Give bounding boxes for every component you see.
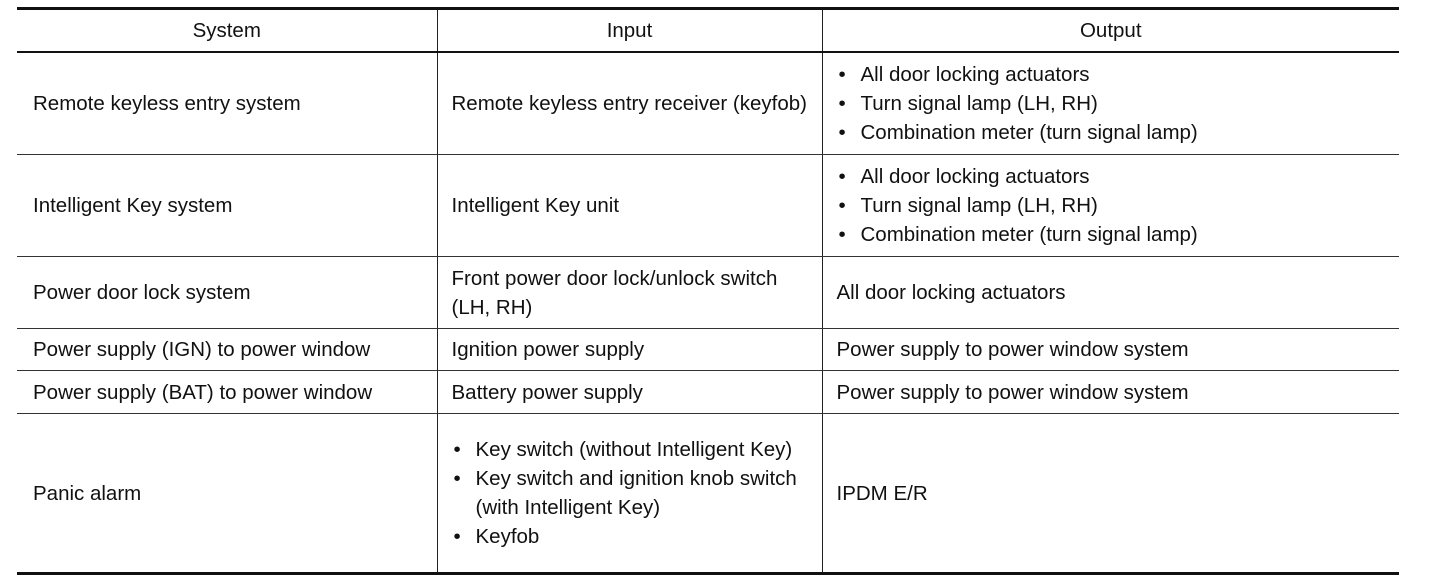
header-system: System (17, 8, 438, 53)
output-list: All door locking actuators Turn signal l… (837, 60, 1386, 147)
system-io-table: System Input Output Remote keyless entry… (17, 7, 1399, 575)
table-row: Power supply (IGN) to power window Ignit… (17, 328, 1399, 371)
list-item: Key switch (without Intelligent Key) (452, 435, 808, 464)
list-item: Keyfob (452, 522, 808, 551)
system-cell: Power door lock system (17, 256, 438, 329)
list-item: All door locking actuators (837, 162, 1386, 191)
input-cell: Ignition power supply (436, 328, 823, 371)
header-input: Input (436, 8, 823, 53)
output-cell: All door locking actuators Turn signal l… (821, 154, 1399, 257)
input-cell: Front power door lock/unlock switch (LH,… (436, 256, 823, 329)
output-cell: All door locking actuators (821, 256, 1399, 329)
input-cell: Intelligent Key unit (436, 154, 823, 257)
list-item: Key switch and ignition knob switch (wit… (452, 464, 808, 522)
input-cell: Remote keyless entry receiver (keyfob) (436, 52, 823, 155)
table-row: Power supply (BAT) to power window Batte… (17, 370, 1399, 414)
list-item: Turn signal lamp (LH, RH) (837, 89, 1386, 118)
input-list: Key switch (without Intelligent Key) Key… (452, 435, 808, 551)
output-cell: Power supply to power window system (821, 370, 1399, 414)
input-cell: Key switch (without Intelligent Key) Key… (436, 413, 823, 574)
list-item: Turn signal lamp (LH, RH) (837, 191, 1386, 220)
system-cell: Panic alarm (17, 413, 438, 574)
system-cell: Power supply (IGN) to power window (17, 328, 438, 371)
table-row: Intelligent Key system Intelligent Key u… (17, 154, 1399, 257)
list-item: All door locking actuators (837, 60, 1386, 89)
table-row: Power door lock system Front power door … (17, 256, 1399, 329)
system-cell: Intelligent Key system (17, 154, 438, 257)
table-row: Remote keyless entry system Remote keyle… (17, 52, 1399, 155)
output-list: All door locking actuators Turn signal l… (837, 162, 1386, 249)
list-item: Combination meter (turn signal lamp) (837, 118, 1386, 147)
output-cell: IPDM E/R (821, 413, 1399, 574)
system-cell: Power supply (BAT) to power window (17, 370, 438, 414)
header-output: Output (821, 8, 1399, 53)
list-item: Combination meter (turn signal lamp) (837, 220, 1386, 249)
output-cell: All door locking actuators Turn signal l… (821, 52, 1399, 155)
table-header-row: System Input Output (17, 8, 1399, 53)
input-cell: Battery power supply (436, 370, 823, 414)
table-row: Panic alarm Key switch (without Intellig… (17, 413, 1399, 574)
system-cell: Remote keyless entry system (17, 52, 438, 155)
output-cell: Power supply to power window system (821, 328, 1399, 371)
